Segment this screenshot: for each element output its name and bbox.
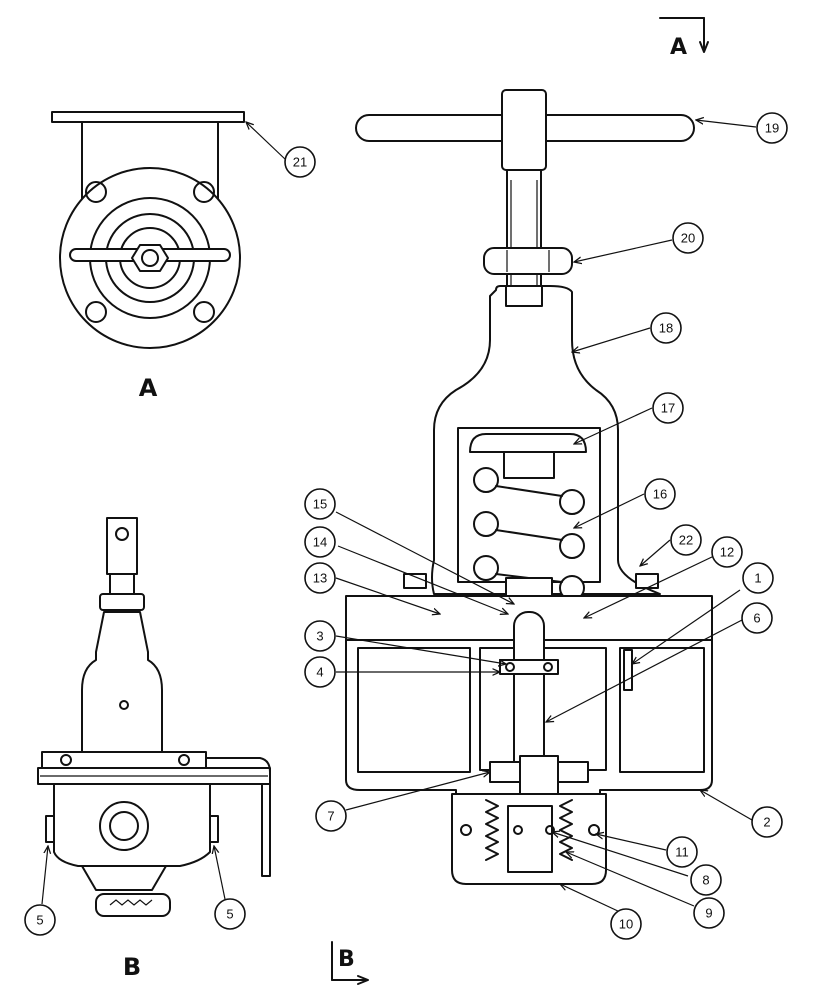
callout-8: 8 xyxy=(690,864,722,896)
callout-14-text: 14 xyxy=(313,535,327,550)
callout-18-text: 18 xyxy=(659,321,673,336)
callout-22: 22 xyxy=(670,524,702,556)
section-a-label: A xyxy=(670,35,687,60)
callout-leaders xyxy=(41,120,757,913)
callout-16-text: 16 xyxy=(653,487,667,502)
callout-4-text: 4 xyxy=(316,665,323,680)
section-a-marker xyxy=(659,17,709,53)
callout-1: 1 xyxy=(742,562,774,594)
callout-8-text: 8 xyxy=(702,873,709,888)
callout-22-text: 22 xyxy=(679,533,693,548)
callout-11-text: 11 xyxy=(675,845,689,860)
callout-7: 7 xyxy=(315,800,347,832)
callout-2: 2 xyxy=(751,806,783,838)
callout-13: 13 xyxy=(304,562,336,594)
callout-13-text: 13 xyxy=(313,571,327,586)
callout-3-text: 3 xyxy=(316,629,323,644)
main-section-drawing xyxy=(345,89,713,885)
callout-15: 15 xyxy=(304,488,336,520)
callout-1-text: 1 xyxy=(754,571,761,586)
callout-17: 17 xyxy=(652,392,684,424)
callout-5-right-text: 5 xyxy=(226,907,233,922)
callout-2-text: 2 xyxy=(763,815,770,830)
callout-5-left-text: 5 xyxy=(36,913,43,928)
callout-20-text: 20 xyxy=(681,231,695,246)
callout-11: 11 xyxy=(666,836,698,868)
section-b-label: B xyxy=(338,947,355,972)
callout-7-text: 7 xyxy=(327,809,334,824)
view-b-label: B xyxy=(123,953,141,981)
callout-14: 14 xyxy=(304,526,336,558)
callout-12-text: 12 xyxy=(720,545,734,560)
callout-6-text: 6 xyxy=(753,611,760,626)
callout-21: 21 xyxy=(284,146,316,178)
callout-19-text: 19 xyxy=(765,121,779,136)
callout-10-text: 10 xyxy=(619,917,633,932)
callout-9: 9 xyxy=(693,897,725,929)
callout-4: 4 xyxy=(304,656,336,688)
callout-12: 12 xyxy=(711,536,743,568)
callout-18: 18 xyxy=(650,312,682,344)
callout-5-left: 5 xyxy=(24,904,56,936)
callout-16: 16 xyxy=(644,478,676,510)
view-a-drawing xyxy=(51,111,245,349)
callout-3: 3 xyxy=(304,620,336,652)
callout-15-text: 15 xyxy=(313,497,327,512)
section-b-marker xyxy=(331,941,369,985)
callout-5-right: 5 xyxy=(214,898,246,930)
callout-10: 10 xyxy=(610,908,642,940)
callout-19: 19 xyxy=(756,112,788,144)
callout-20: 20 xyxy=(672,222,704,254)
callout-6: 6 xyxy=(741,602,773,634)
view-b-drawing xyxy=(37,517,271,917)
callout-17-text: 17 xyxy=(661,401,675,416)
callout-21-text: 21 xyxy=(293,155,307,170)
view-a-label: A xyxy=(139,374,158,402)
callout-9-text: 9 xyxy=(705,906,712,921)
